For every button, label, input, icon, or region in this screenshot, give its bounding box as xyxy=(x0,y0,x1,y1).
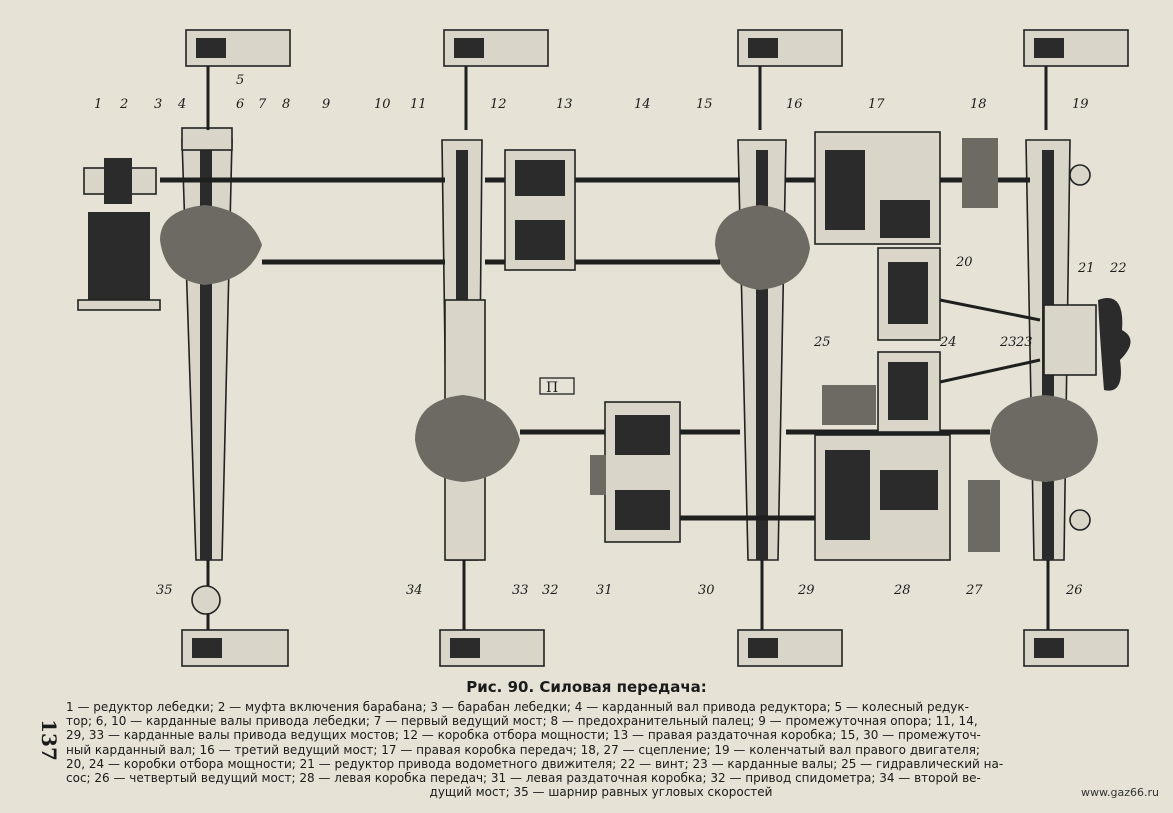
waterjet-drive xyxy=(1043,298,1131,391)
callout-23b: 23 xyxy=(1015,335,1033,350)
callout-12: 12 xyxy=(490,97,507,112)
second-drive-axle xyxy=(415,139,520,561)
callout-17: 17 xyxy=(868,97,885,112)
caption-line: 1 — редуктор лебедки; 2 — муфта включени… xyxy=(66,700,969,714)
callout-35: 35 xyxy=(156,583,173,598)
wheel-reducers-bottom xyxy=(181,560,1129,667)
caption-line: тор; 6, 10 — карданные валы привода лебе… xyxy=(66,714,978,729)
left-transfer-case xyxy=(590,401,681,543)
callout-1: 1 xyxy=(94,97,102,112)
callout-7: 7 xyxy=(258,97,267,112)
callout-14: 14 xyxy=(634,97,651,112)
power-takeoff-24 xyxy=(822,351,941,433)
callout-26: 26 xyxy=(1065,583,1083,598)
callout-5: 5 xyxy=(236,73,244,88)
left-gearbox xyxy=(814,434,1091,561)
figure-caption-legend: 1 — редуктор лебедки; 2 — муфта включени… xyxy=(66,700,1136,799)
callout-11: 11 xyxy=(410,97,427,112)
callout-2: 2 xyxy=(119,97,128,112)
winch xyxy=(77,158,161,311)
right-gearbox xyxy=(814,131,1091,245)
callout-10: 10 xyxy=(374,97,391,112)
view-mark: П xyxy=(546,380,558,396)
callout-30: 30 xyxy=(698,583,715,598)
caption-line: дущий мост; 35 — шарнир равных угловых с… xyxy=(429,785,773,800)
figure-caption-title: Рис. 90. Силовая передача: xyxy=(466,678,707,696)
callout-28: 28 xyxy=(893,583,911,598)
third-drive-axle xyxy=(715,139,810,561)
callout-23a: 23 xyxy=(999,335,1017,350)
callout-16: 16 xyxy=(786,97,803,112)
callout-24: 24 xyxy=(939,335,957,350)
right-transfer-case xyxy=(504,149,576,271)
callout-20: 20 xyxy=(955,255,973,270)
callout-29: 29 xyxy=(797,583,815,598)
power-transmission-diagram: 1 2 3 4 5 6 7 8 9 10 11 12 13 14 15 16 1… xyxy=(77,29,1131,667)
power-takeoff-20 xyxy=(877,247,941,341)
page-number: 137 xyxy=(36,719,61,761)
callout-31: 31 xyxy=(596,583,613,598)
caption-line: сос; 26 — четвертый ведущий мост; 28 — л… xyxy=(66,771,981,786)
callout-labels: 1 2 3 4 5 6 7 8 9 10 11 12 13 14 15 16 1… xyxy=(94,73,1127,598)
caption-line: ный карданный вал; 16 — третий ведущий м… xyxy=(66,742,980,757)
caption-line: 20, 24 — коробки отбора мощности; 21 — р… xyxy=(66,756,1004,771)
site-watermark: www.gaz66.ru xyxy=(1081,786,1159,799)
first-drive-axle xyxy=(160,127,262,561)
callout-19: 19 xyxy=(1072,97,1089,112)
caption-line: 29, 33 — карданные валы привода ведущих … xyxy=(66,728,981,743)
wheel-reducers-top xyxy=(185,29,1129,130)
callout-3: 3 xyxy=(154,97,162,112)
callout-6: 6 xyxy=(236,97,244,112)
callout-22: 22 xyxy=(1109,261,1127,276)
callout-4: 4 xyxy=(177,97,186,112)
callout-32: 32 xyxy=(542,583,559,598)
callout-34: 34 xyxy=(406,583,423,598)
callout-8: 8 xyxy=(282,97,290,112)
callout-13: 13 xyxy=(556,97,573,112)
callout-27: 27 xyxy=(965,583,983,598)
callout-15: 15 xyxy=(696,97,713,112)
callout-25: 25 xyxy=(813,335,831,350)
callout-18: 18 xyxy=(970,97,987,112)
callout-21: 21 xyxy=(1077,261,1095,276)
view-mark-symbol xyxy=(539,377,575,395)
callout-33: 33 xyxy=(512,583,529,598)
callout-9: 9 xyxy=(322,97,330,112)
